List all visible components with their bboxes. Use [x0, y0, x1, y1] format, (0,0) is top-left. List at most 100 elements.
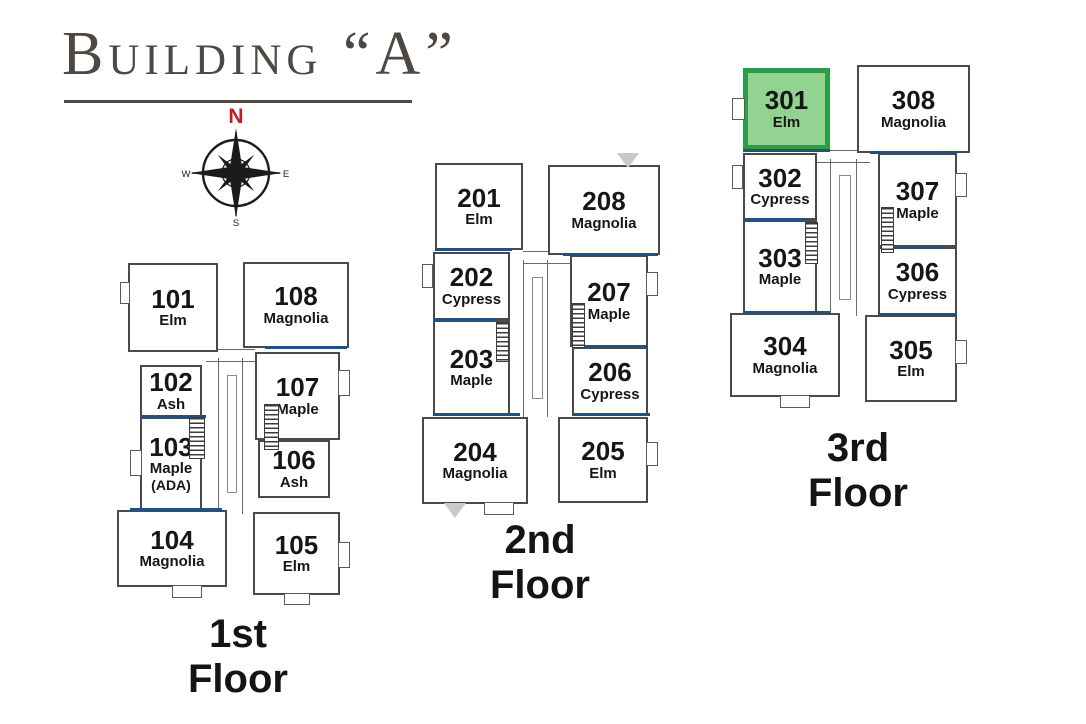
- floor-label-1st: 1st Floor: [153, 612, 323, 702]
- unit-room-105[interactable]: 105 Elm: [253, 512, 340, 595]
- entry-porch: [780, 395, 810, 408]
- unit-number: 208: [582, 186, 626, 217]
- floor-label-line2: Floor: [490, 562, 590, 607]
- unit-room-304[interactable]: 304 Magnolia: [730, 313, 840, 397]
- unit-room-208[interactable]: 208 Magnolia: [548, 165, 660, 255]
- unit-number: 303: [758, 242, 802, 273]
- unit-room-106[interactable]: 106 Ash: [258, 440, 330, 498]
- unit-room-201[interactable]: 201 Elm: [435, 163, 523, 250]
- unit-room-306[interactable]: 306 Cypress: [878, 247, 957, 315]
- unit-number: 202: [449, 262, 494, 293]
- compass-rose-icon: N E S W: [182, 106, 290, 228]
- unit-room-302[interactable]: 302 Cypress: [743, 153, 817, 220]
- hallway: [206, 349, 255, 362]
- unit-number: 306: [895, 257, 940, 288]
- unit-type: Maple: [587, 305, 631, 323]
- unit-type: Maple: [896, 204, 939, 222]
- unit-number: 203: [449, 343, 494, 374]
- compass-east-label: E: [283, 169, 289, 180]
- corridor: [218, 358, 243, 514]
- unit-room-107[interactable]: 107 Maple: [255, 352, 340, 440]
- unit-room-205[interactable]: 205 Elm: [558, 417, 648, 503]
- unit-type: Maple: [276, 400, 319, 418]
- window-bump: [732, 98, 745, 120]
- unit-number: 102: [149, 367, 193, 398]
- unit-type: Cypress: [750, 191, 810, 209]
- unit-type: Elm: [282, 558, 311, 576]
- unit-type: Cypress: [441, 290, 502, 308]
- floor-plan-3rd: 301 Elm 302 Cypress 303 Maple 304 Magnol…: [722, 55, 992, 417]
- unit-number: 205: [581, 436, 625, 467]
- unit-room-102[interactable]: 102 Ash: [140, 365, 202, 417]
- window-bump: [338, 542, 350, 568]
- unit-divider: [743, 218, 805, 221]
- unit-number: 308: [891, 85, 936, 116]
- unit-type: Ash: [156, 395, 186, 413]
- unit-type: Elm: [465, 211, 493, 229]
- unit-divider: [563, 253, 658, 256]
- unit-number: 107: [275, 372, 320, 403]
- compass-west-label: W: [182, 169, 191, 180]
- window-bump: [955, 173, 967, 197]
- unit-room-104[interactable]: 104 Magnolia: [117, 510, 227, 587]
- unit-divider: [878, 313, 957, 316]
- unit-room-202[interactable]: 202 Cypress: [433, 252, 510, 320]
- unit-number: 204: [453, 436, 497, 467]
- compass-south-label: S: [233, 218, 239, 228]
- unit-number: 305: [889, 334, 933, 365]
- corridor: [830, 159, 857, 316]
- unit-room-101[interactable]: 101 Elm: [128, 263, 218, 352]
- title-underline: [64, 100, 412, 103]
- unit-divider: [265, 346, 347, 349]
- unit-type: Cypress: [580, 385, 640, 403]
- unit-divider: [572, 413, 650, 416]
- floor-label-line1: 3rd: [826, 426, 890, 470]
- unit-type: Magnolia: [880, 113, 946, 131]
- hallway: [817, 150, 870, 163]
- unit-type: Magnolia: [263, 309, 329, 327]
- unit-type: Maple: [450, 372, 493, 390]
- corridor: [523, 260, 548, 417]
- unit-room-206[interactable]: 206 Cypress: [572, 347, 648, 415]
- unit-room-308[interactable]: 308 Magnolia: [857, 65, 970, 153]
- unit-type: Maple: [149, 460, 193, 478]
- unit-number: 301: [764, 85, 809, 116]
- floor-label-line2: Floor: [808, 470, 908, 515]
- unit-divider: [433, 318, 497, 321]
- floor-label-line1: 1st: [209, 612, 267, 656]
- unit-number: 103: [149, 431, 193, 462]
- unit-number: 206: [588, 357, 632, 388]
- unit-room-303[interactable]: 303 Maple: [743, 220, 817, 313]
- unit-type: Magnolia: [571, 214, 637, 232]
- unit-room-204[interactable]: 204 Magnolia: [422, 417, 528, 504]
- unit-type: Ash: [279, 473, 309, 491]
- unit-type: Cypress: [887, 285, 948, 303]
- unit-type: Maple: [758, 271, 802, 289]
- unit-room-108[interactable]: 108 Magnolia: [243, 262, 349, 348]
- unit-room-301-highlighted[interactable]: 301 Elm: [743, 68, 830, 150]
- unit-number: 201: [457, 182, 501, 213]
- unit-divider: [885, 245, 945, 248]
- entry-porch: [484, 502, 514, 515]
- elevator-shaft: [532, 277, 543, 399]
- entry-porch: [284, 593, 310, 605]
- unit-room-305[interactable]: 305 Elm: [865, 315, 957, 402]
- unit-number: 105: [274, 529, 319, 560]
- unit-room-103[interactable]: 103 Maple (ADA): [140, 417, 202, 510]
- floor-label-line1: 2nd: [504, 518, 576, 562]
- window-bump: [732, 165, 743, 189]
- floor-plan-1st: 101 Elm 102 Ash 103 Maple (ADA) 104 Magn…: [112, 250, 372, 605]
- stairs: [496, 322, 509, 362]
- unit-divider: [743, 311, 830, 314]
- stairs: [572, 303, 585, 348]
- stairs: [264, 404, 279, 450]
- unit-divider: [433, 413, 520, 416]
- unit-number: 106: [272, 445, 316, 476]
- unit-type: Elm: [589, 464, 617, 482]
- unit-divider: [435, 248, 512, 251]
- floor-label-2nd: 2nd Floor: [455, 518, 625, 608]
- unit-type: Elm: [159, 312, 187, 330]
- floor-plan-2nd: 201 Elm 202 Cypress 203 Maple 204 Magnol…: [422, 152, 692, 520]
- window-bump: [646, 272, 658, 296]
- unit-type: Magnolia: [442, 465, 508, 483]
